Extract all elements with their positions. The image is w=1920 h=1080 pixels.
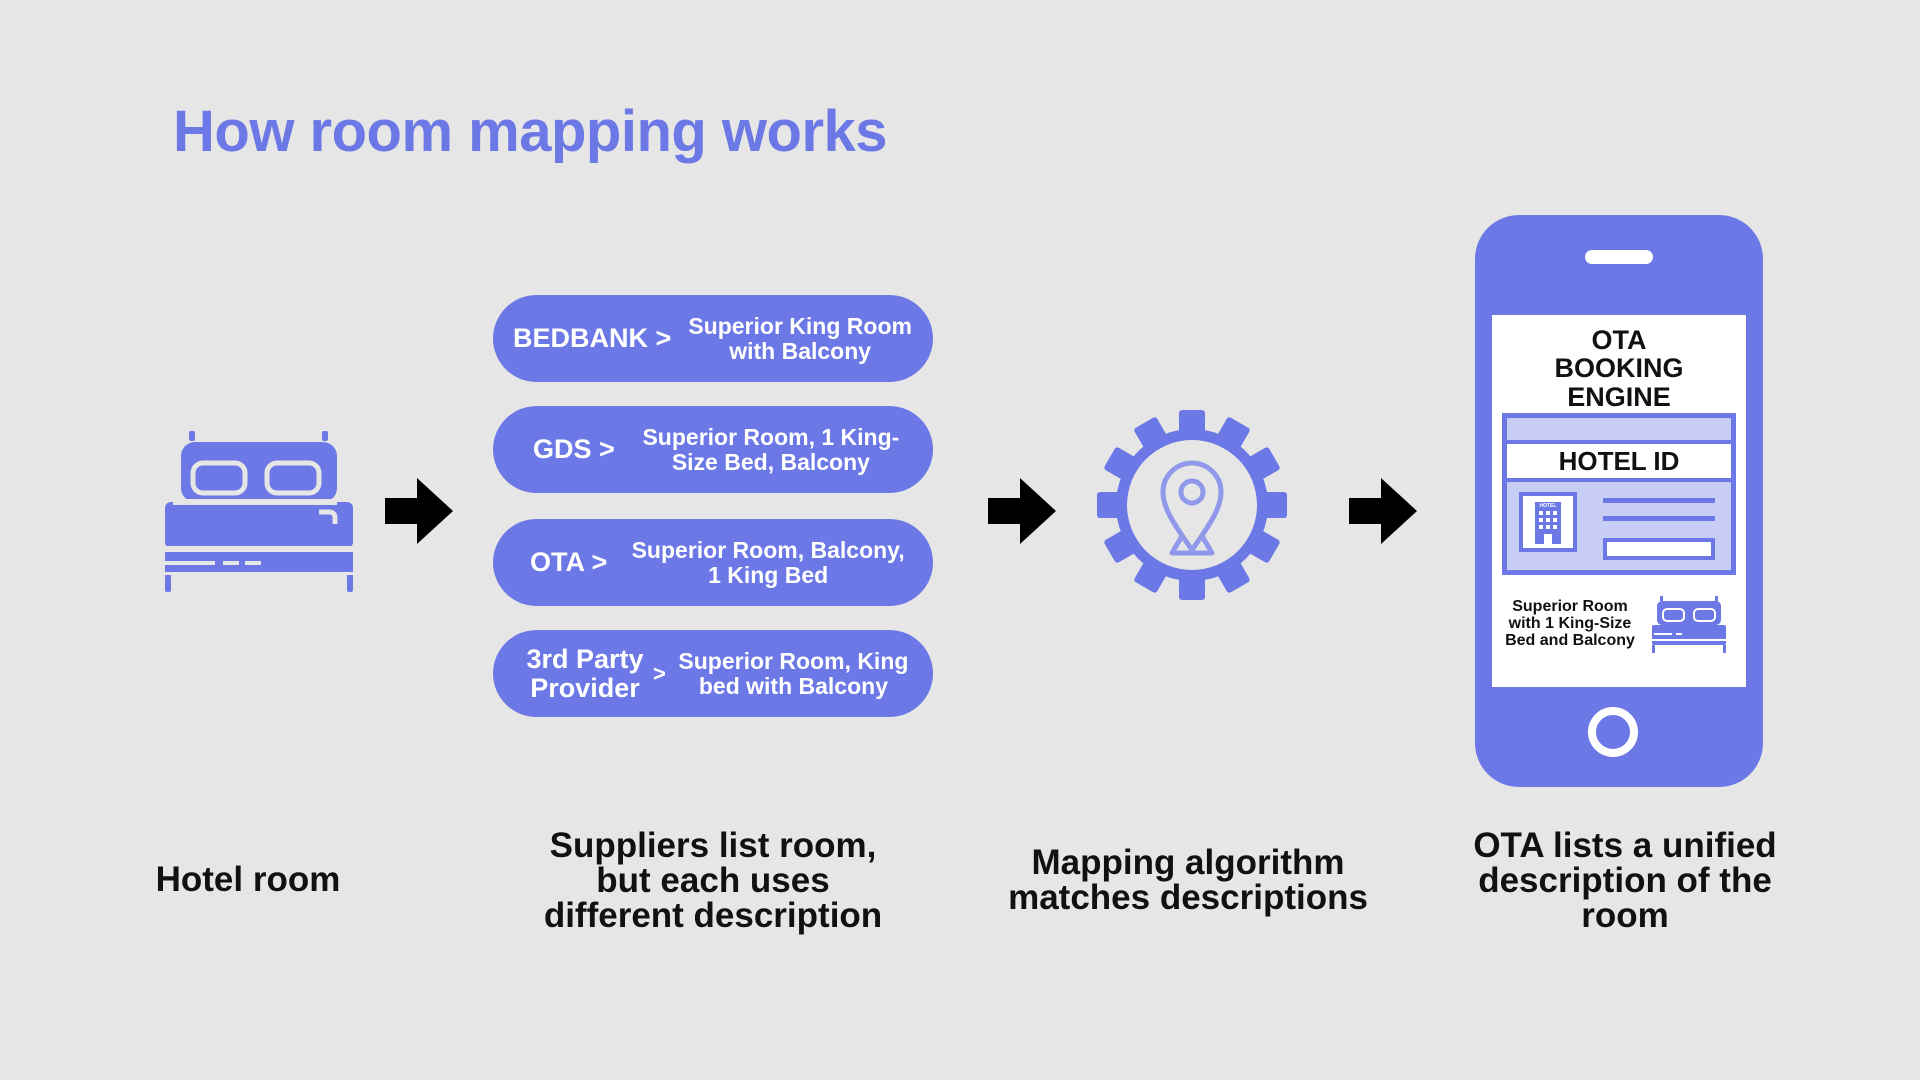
supplier-source: OTA > bbox=[530, 547, 608, 578]
page-title: How room mapping works bbox=[173, 99, 888, 164]
supplier-pill-bedbank: BEDBANK > Superior King Room with Balcon… bbox=[493, 295, 933, 382]
hotel-id-label: HOTEL ID bbox=[1507, 444, 1731, 478]
gear-location-icon bbox=[1097, 410, 1287, 605]
smartphone-icon: OTA BOOKING ENGINE HOTEL ID HOTEL bbox=[1475, 215, 1763, 787]
phone-home-button bbox=[1588, 707, 1638, 757]
phone-speaker bbox=[1585, 250, 1653, 264]
supplier-pill-gds: GDS > Superior Room, 1 King-Size Bed, Ba… bbox=[493, 406, 933, 493]
bed-icon bbox=[163, 428, 355, 601]
card-input-field bbox=[1603, 538, 1715, 560]
arrow-right-icon bbox=[1349, 478, 1417, 549]
phone-screen: OTA BOOKING ENGINE HOTEL ID HOTEL bbox=[1492, 315, 1746, 687]
supplier-pill-3rd-party: 3rd Party Provider > Superior Room, King… bbox=[493, 630, 933, 717]
unified-room-description: Superior Room with 1 King-Size Bed and B… bbox=[1505, 598, 1635, 649]
supplier-source: GDS > bbox=[533, 434, 615, 465]
supplier-description: Superior King Room with Balcony bbox=[688, 313, 912, 364]
hotel-sign: HOTEL bbox=[1540, 503, 1557, 509]
hotel-id-card: HOTEL ID HOTEL bbox=[1502, 413, 1736, 575]
caption-hotel-room: Hotel room bbox=[155, 860, 341, 899]
caption-ota-unified: OTA lists a unified description of the r… bbox=[1473, 826, 1777, 935]
caption-mapping-algorithm: Mapping algorithm matches descriptions bbox=[1008, 843, 1368, 917]
supplier-description: Superior Room, 1 King-Size Bed, Balcony bbox=[642, 424, 900, 475]
supplier-description: Superior Room, Balcony, 1 King Bed bbox=[631, 537, 905, 588]
arrow-right-icon bbox=[385, 478, 453, 549]
supplier-pill-ota: OTA > Superior Room, Balcony, 1 King Bed bbox=[493, 519, 933, 606]
supplier-description: Superior Room, King bed with Balcony bbox=[678, 648, 909, 699]
supplier-separator: > bbox=[653, 660, 666, 686]
caption-suppliers: Suppliers list room, but each uses diffe… bbox=[543, 826, 883, 935]
supplier-source: 3rd Party Provider bbox=[526, 644, 644, 703]
booking-engine-title: OTA BOOKING ENGINE bbox=[1554, 325, 1684, 412]
bed-icon bbox=[1652, 595, 1726, 662]
arrow-right-icon bbox=[988, 478, 1056, 549]
hotel-building-icon: HOTEL bbox=[1519, 492, 1577, 552]
supplier-source: BEDBANK > bbox=[513, 323, 672, 354]
